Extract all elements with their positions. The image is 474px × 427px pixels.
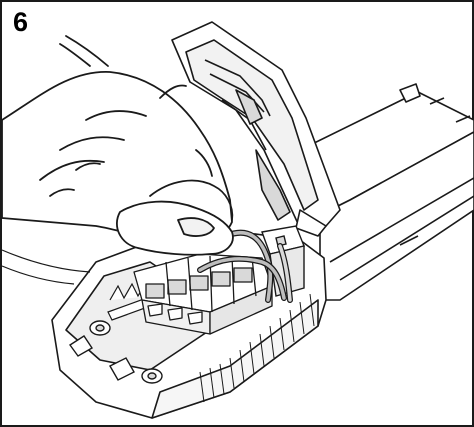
wires xyxy=(197,229,293,303)
screw-bosses xyxy=(68,320,163,384)
terminal-blocks xyxy=(133,253,273,335)
step-number: 6 xyxy=(13,7,29,37)
hinged-lid xyxy=(171,21,341,237)
side-ribs xyxy=(199,293,315,403)
sleeve-lines xyxy=(1,249,91,285)
hand xyxy=(1,35,234,256)
driver-housing xyxy=(299,83,474,301)
